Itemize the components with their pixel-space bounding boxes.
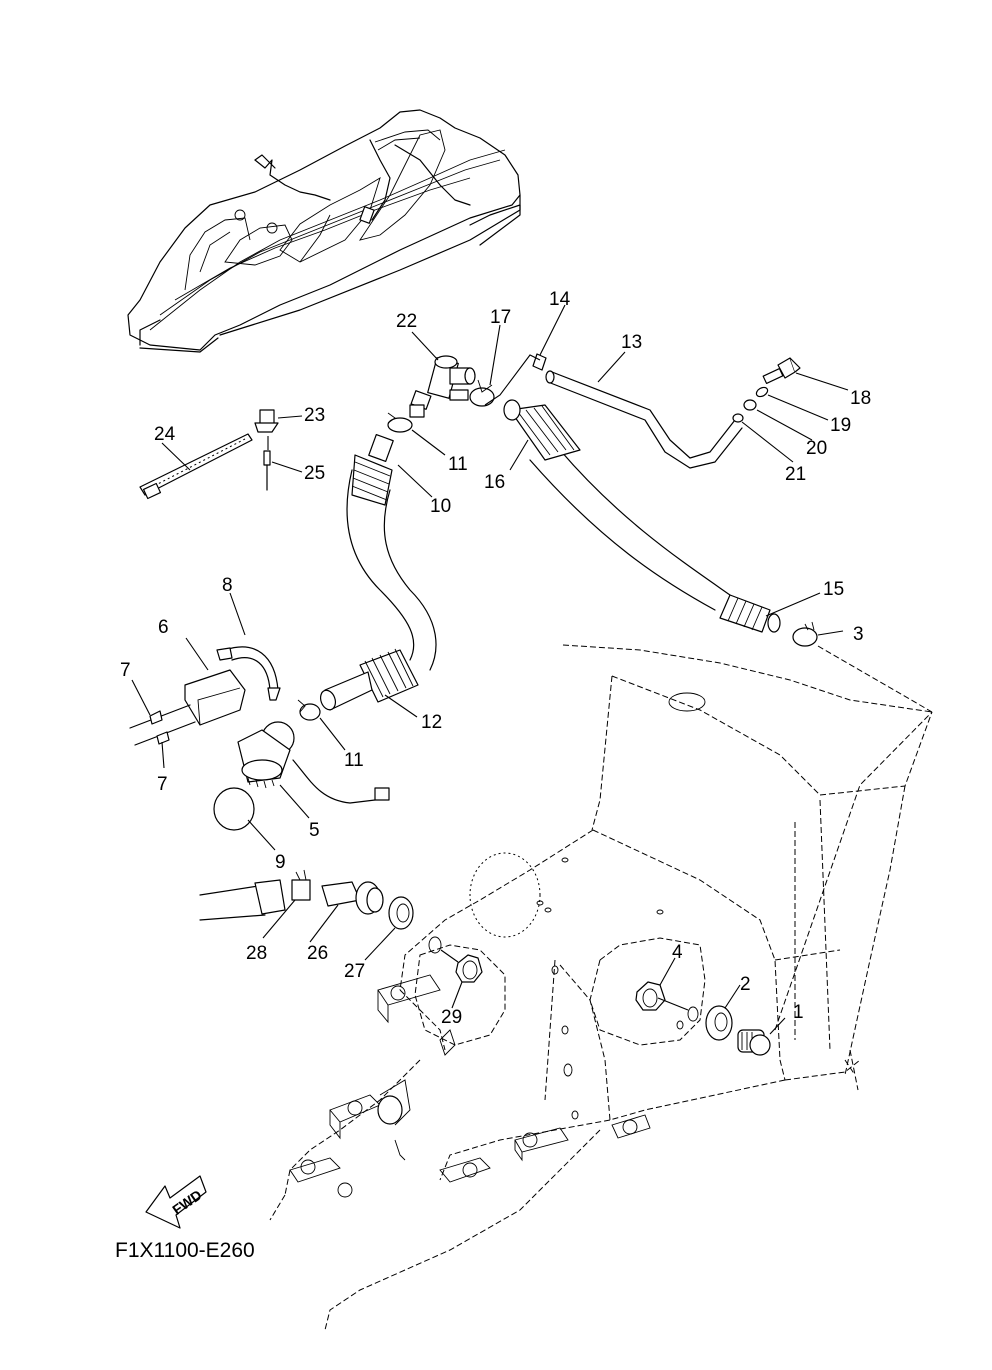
callout-15: 15 (823, 579, 844, 600)
callout-24: 24 (154, 424, 176, 445)
callout-10: 10 (430, 496, 451, 517)
callout-4: 4 (672, 942, 683, 963)
t-joint (409, 355, 476, 418)
callout-29: 29 (441, 1007, 462, 1028)
forward-direction-indicator: FWD (145, 1175, 207, 1229)
watercraft-illustration (127, 109, 521, 353)
callout-7b: 7 (157, 774, 168, 795)
callout-19: 19 (830, 415, 851, 436)
callout-25: 25 (304, 463, 325, 484)
nut-4 (635, 981, 666, 1011)
hose-corrugation-12 (319, 648, 419, 711)
callout-9: 9 (275, 852, 286, 873)
hull-structure (269, 644, 933, 1331)
callout-27: 27 (344, 961, 365, 982)
figure-code: F1X1100-E260 (115, 1239, 255, 1262)
callout-12: 12 (421, 712, 442, 733)
callout-26: 26 (307, 943, 328, 964)
small-parts (129, 353, 933, 1056)
callout-20: 20 (806, 438, 827, 459)
callout-28: 28 (246, 943, 267, 964)
fittings-18-21 (732, 357, 801, 423)
callout-1: 1 (793, 1002, 804, 1023)
callout-5: 5 (309, 820, 320, 841)
callout-6: 6 (158, 617, 169, 638)
hose-corrugation-10 (351, 433, 394, 506)
callout-16: 16 (484, 472, 505, 493)
pump-bracket (184, 669, 246, 726)
callout-23: 23 (304, 405, 325, 426)
bilge-pump (237, 721, 390, 804)
callout-11b: 11 (344, 750, 364, 771)
callout-11a: 11 (448, 454, 468, 475)
callout-13: 13 (621, 332, 642, 353)
hose-assemblies (199, 370, 781, 921)
callout-labels: 1 2 3 4 5 6 7 7 8 9 10 11 11 12 13 14 15… (120, 289, 871, 1028)
hose-corrugation-15 (719, 594, 781, 633)
drain-plug (737, 1029, 771, 1056)
callout-8: 8 (222, 575, 233, 596)
callout-17: 17 (490, 307, 511, 328)
callout-2: 2 (740, 974, 751, 995)
callout-21: 21 (785, 464, 806, 485)
hose-corrugation-16 (503, 399, 581, 461)
callout-7a: 7 (120, 660, 131, 681)
callout-18: 18 (850, 388, 871, 409)
leader-lines (131, 304, 849, 1035)
callout-22: 22 (396, 311, 417, 332)
callout-3: 3 (853, 624, 864, 645)
callout-14: 14 (549, 289, 571, 310)
nut-29 (455, 954, 483, 983)
